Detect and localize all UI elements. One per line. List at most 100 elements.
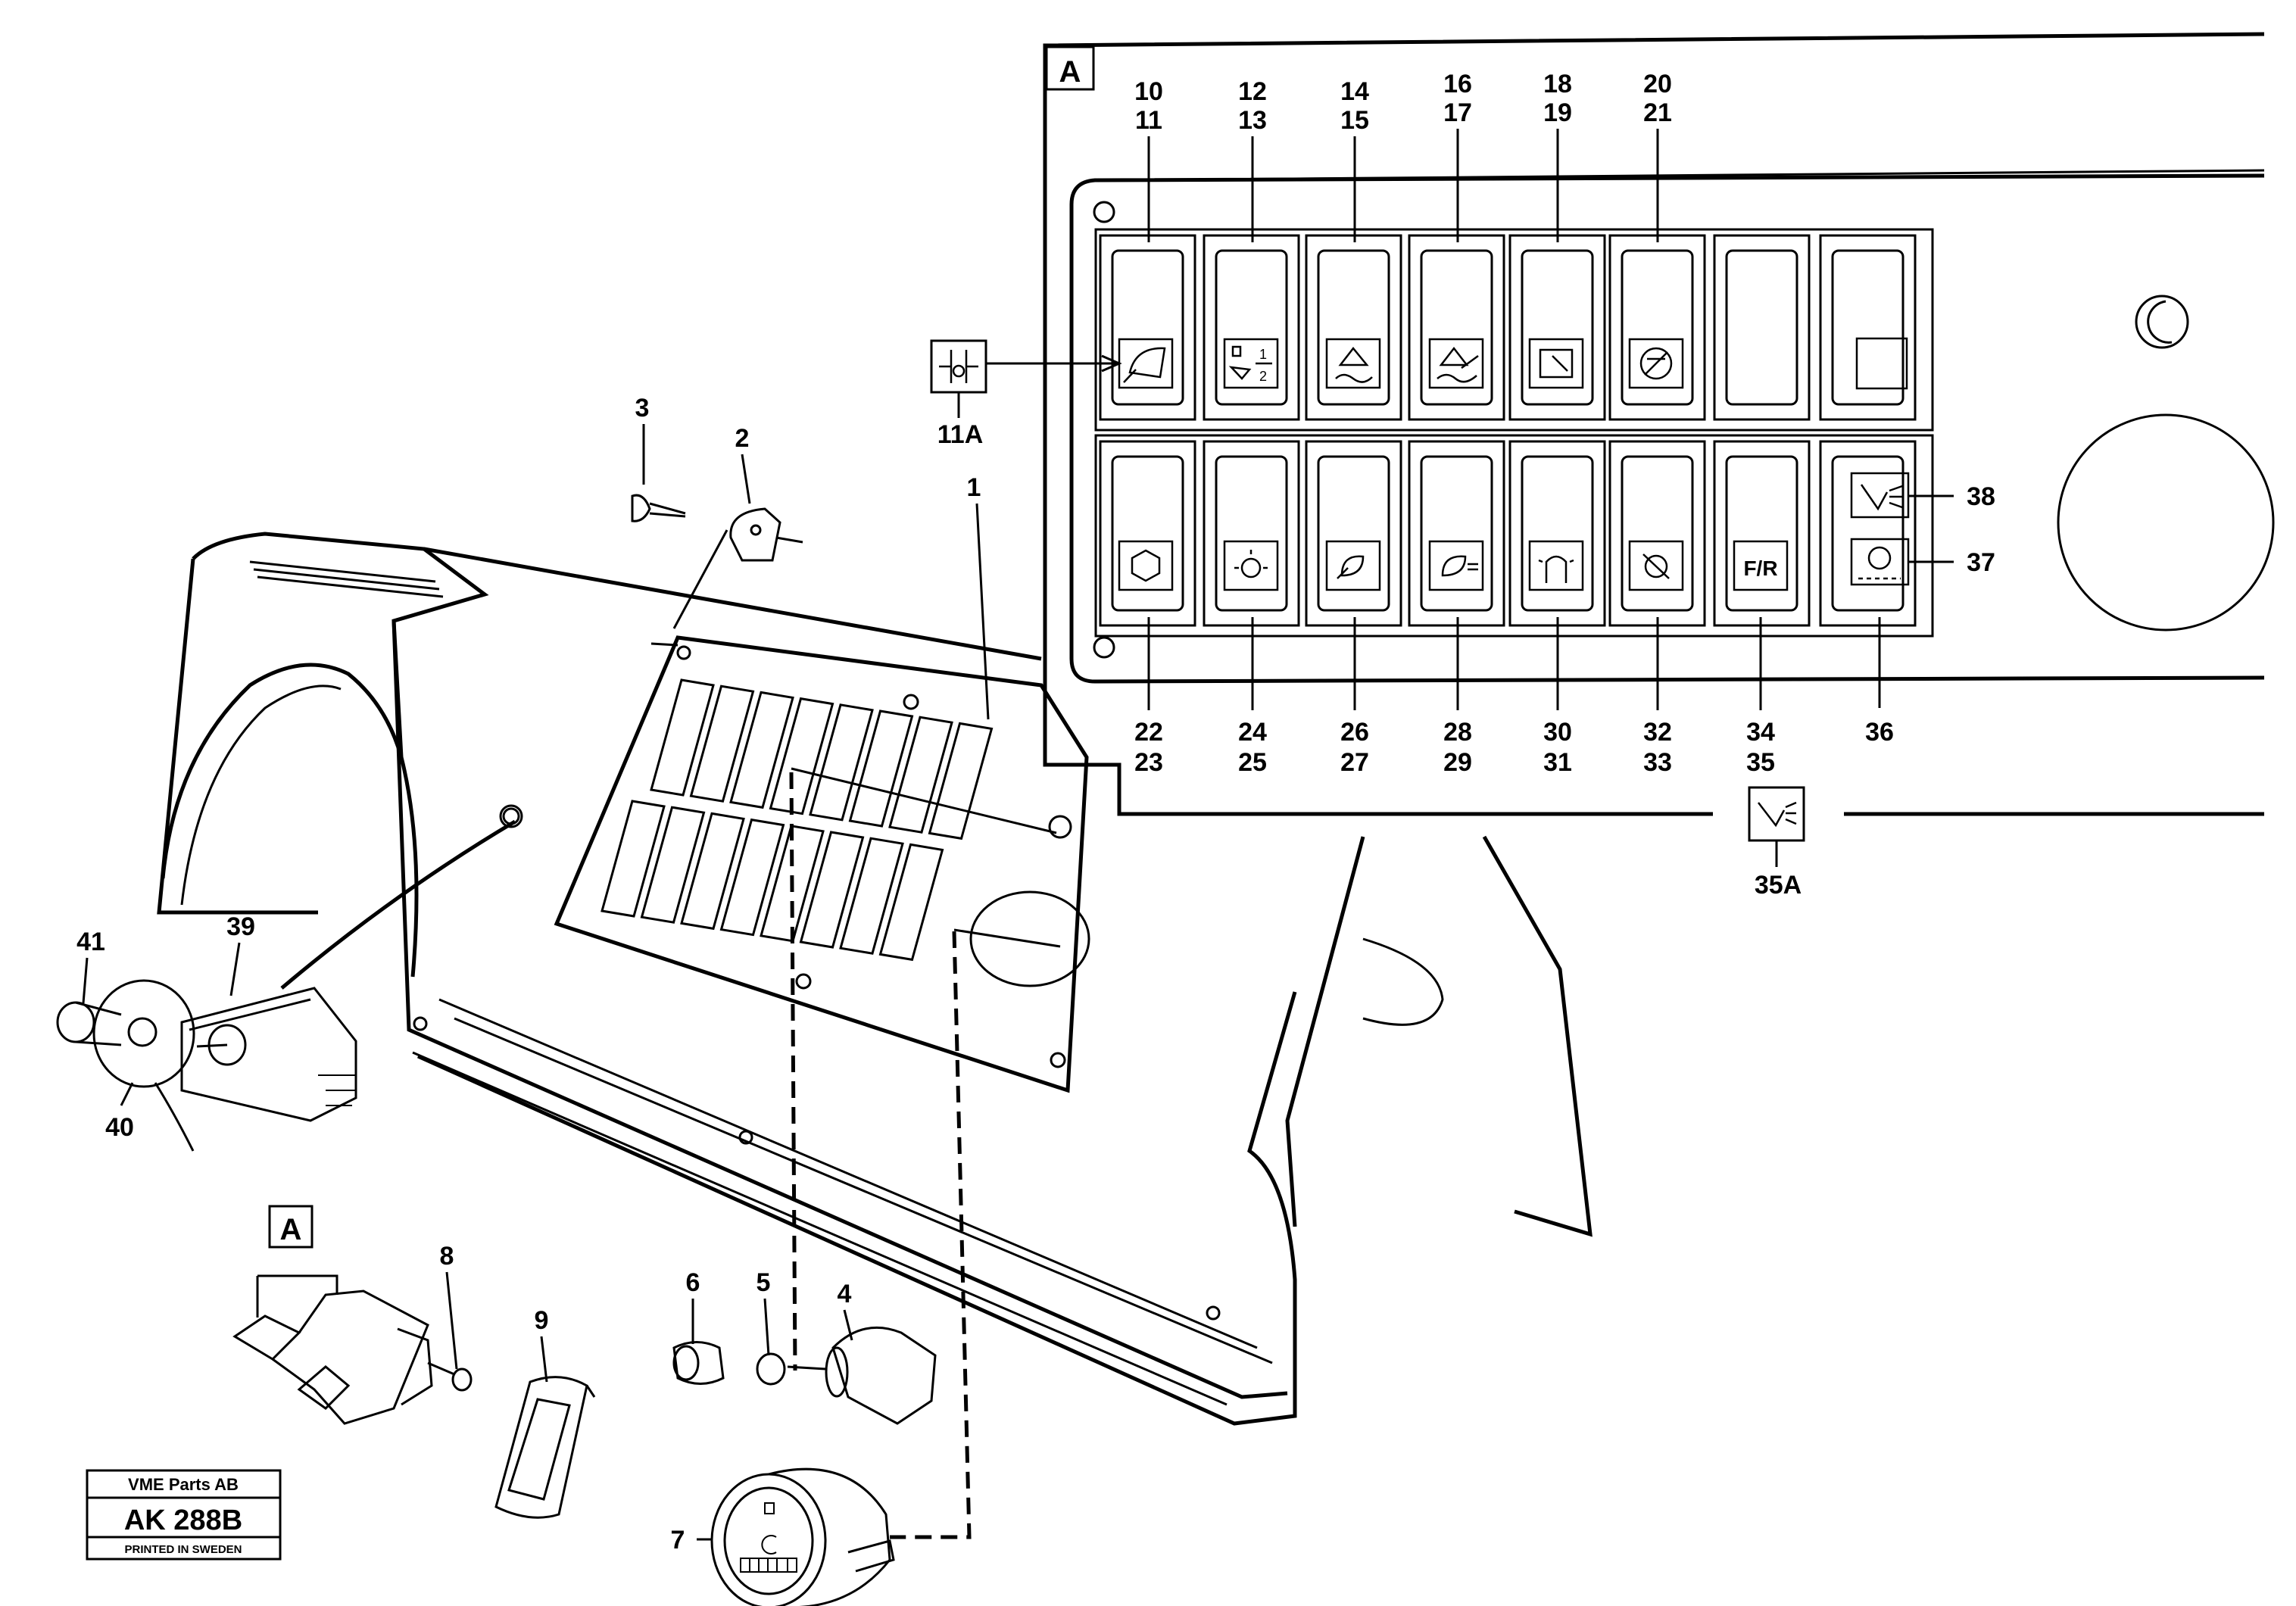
switch-label-top: 21 (1643, 98, 1672, 127)
switch-label-bottom: 36 (1865, 718, 1894, 747)
switch-bezel (1305, 440, 1402, 627)
switch-rocker (1111, 455, 1184, 612)
label-1: 1 (967, 473, 981, 502)
transmission-oil-icon (1850, 538, 1910, 586)
switch-bezel (1408, 440, 1505, 627)
switch-label-top: 19 (1543, 98, 1572, 127)
switch-label-top: 13 (1238, 106, 1267, 135)
switch-label-bottom: 26 (1340, 718, 1369, 747)
switch-rocker (1111, 249, 1184, 406)
switch-rocker (1725, 249, 1798, 406)
work-light-icon (1223, 540, 1279, 591)
blank-switch-window (1855, 337, 1908, 390)
label-38: 38 (1967, 482, 1995, 511)
switch-label-top: 20 (1643, 70, 1672, 98)
panel-switch-slots (601, 678, 994, 962)
switch-rocker (1725, 455, 1798, 612)
switch-bezel (1508, 234, 1606, 421)
screw-part (631, 494, 686, 522)
label-37: 37 (1967, 548, 1995, 577)
panel-slot (928, 722, 994, 840)
lens-part (494, 1376, 596, 1519)
washer-icon (1325, 338, 1381, 389)
switch-bezel (1408, 234, 1505, 421)
panel-slot (680, 812, 745, 931)
switch-label-top: 14 (1340, 77, 1369, 106)
dashboard-cowl (157, 532, 489, 978)
label-8: 8 (440, 1242, 454, 1271)
switch-rocker (1621, 455, 1694, 612)
dashboard-panel (392, 547, 1593, 1426)
label-11a: 11A (937, 420, 984, 449)
clip-part (729, 507, 803, 562)
switch-bezel (1819, 234, 1917, 421)
switch-label-bottom: 34 (1746, 718, 1775, 747)
panel-slot (769, 697, 834, 815)
label-3: 3 (635, 394, 650, 423)
rotary-switch-assembly (180, 819, 516, 1122)
panel-slot (719, 818, 785, 937)
switch-label-bottom: 28 (1443, 718, 1472, 747)
panel-slot (839, 837, 904, 955)
panel-slot (689, 684, 755, 803)
switch-label-bottom: 24 (1238, 718, 1267, 747)
label-9: 9 (535, 1306, 549, 1335)
switch-symbols: 1 2 (1118, 337, 1910, 591)
detail-label: A (1059, 55, 1081, 89)
switch-rocker (1621, 249, 1694, 406)
svg-text:F/R: F/R (1743, 557, 1777, 580)
switch-bezel (1203, 440, 1300, 627)
switch-rocker (1317, 455, 1390, 612)
wiper-icon (1118, 338, 1174, 389)
switch-rocker (1521, 455, 1594, 612)
headlight-low-icon (1325, 540, 1381, 591)
stamp-code: AK 288B (124, 1505, 242, 1536)
panel-slot (809, 703, 874, 822)
label-40: 40 (105, 1113, 134, 1142)
switch-bezel (1099, 234, 1196, 421)
switch-bezel (1508, 440, 1606, 627)
stamp: VME Parts AB AK 288B PRINTED IN SWEDEN (86, 1469, 282, 1561)
switch-label-bottom: 27 (1340, 748, 1369, 777)
label-4: 4 (838, 1280, 852, 1308)
label-6: 6 (686, 1268, 700, 1297)
heater-icon (1118, 540, 1174, 591)
switch-bezel (1819, 440, 1917, 627)
panel-slot (799, 831, 865, 949)
switch-label-top: 17 (1443, 98, 1472, 127)
switch-ref-label: A (280, 1213, 302, 1246)
switch-rocker (1420, 455, 1493, 612)
leader-lines (1147, 129, 1881, 710)
screw-hole (1093, 201, 1115, 223)
svg-text:2: 2 (1259, 369, 1267, 384)
switch-label-bottom: 29 (1443, 748, 1472, 777)
switch-label-top: 12 (1238, 77, 1267, 106)
hour-meter-part (710, 1467, 895, 1606)
switch-label-bottom: 35 (1746, 748, 1775, 777)
panel-slot (640, 806, 706, 924)
switch-rocker (1831, 455, 1904, 612)
switch-rocker (1521, 249, 1594, 406)
switch-rocker (1215, 455, 1288, 612)
switch-bezel (1099, 440, 1196, 627)
panel-slot (601, 800, 666, 918)
switch-rocker (1420, 249, 1493, 406)
label-41: 41 (76, 928, 105, 956)
switch-label-bottom: 33 (1643, 748, 1672, 777)
beacon-icon (1528, 540, 1584, 591)
panel-slot (878, 843, 944, 962)
round-opening-small (2135, 295, 2189, 349)
label-7: 7 (671, 1526, 685, 1555)
label-5: 5 (756, 1268, 771, 1297)
svg-text:1: 1 (1259, 347, 1267, 362)
panel-slot (888, 716, 953, 834)
callout-11a: 11A (930, 339, 1122, 449)
washer-wiper-icon (1428, 338, 1484, 389)
switch-label-bottom: 23 (1134, 748, 1163, 777)
exploded-view: A (56, 394, 1593, 1606)
switch-label-bottom: 32 (1643, 718, 1672, 747)
